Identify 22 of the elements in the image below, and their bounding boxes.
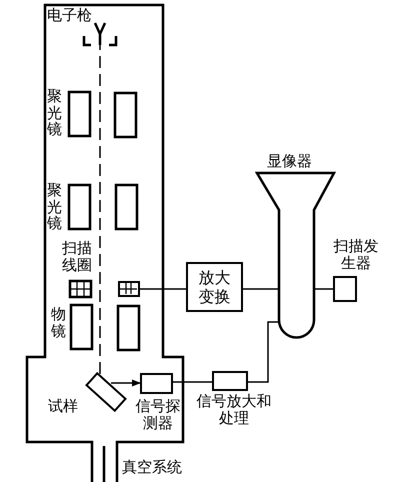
part-label: 聚光镜 <box>47 182 62 232</box>
node-caption: 信号探测器 <box>134 398 182 431</box>
part-label: 电子枪 <box>47 7 92 24</box>
box-symbol <box>212 371 248 391</box>
part-label: 真空系统 <box>122 459 182 476</box>
node-caption: 信号放大和处理 <box>196 393 272 426</box>
scan-coil-box <box>118 281 140 297</box>
box-symbol <box>333 276 357 302</box>
part-label: 聚光镜 <box>47 88 62 138</box>
connector-line <box>248 321 279 383</box>
connector-line <box>314 288 333 290</box>
connector-line <box>140 288 186 290</box>
arrow <box>111 379 141 387</box>
node-caption: 试样 <box>48 398 79 414</box>
process-box: 放大变换 <box>186 262 243 312</box>
box-symbol <box>140 373 173 394</box>
node-heading: 显像器 <box>267 153 312 170</box>
connector-line <box>173 381 212 383</box>
part-label: 物镜 <box>51 306 66 339</box>
connector-line <box>243 288 279 290</box>
node-caption: 扫描发生器 <box>332 238 380 271</box>
part-label: 扫描线圈 <box>61 240 93 273</box>
